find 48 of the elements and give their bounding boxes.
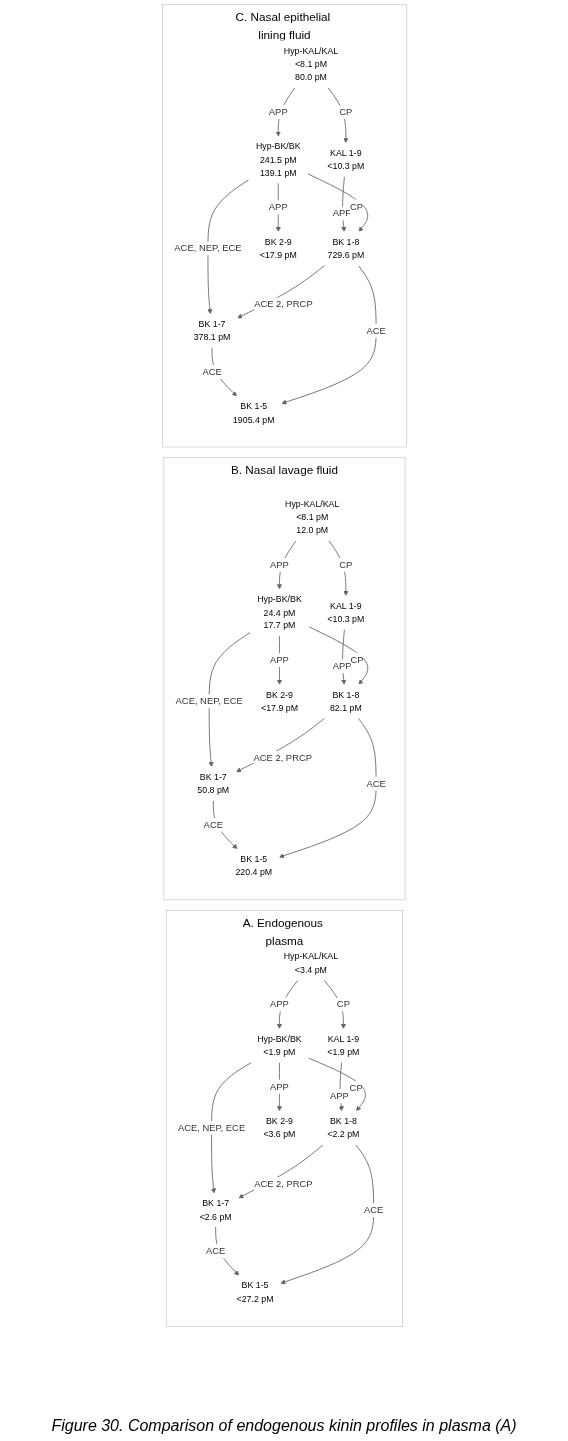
edge-label: CP — [350, 654, 364, 665]
edge-label: APP — [269, 559, 289, 570]
edge-label: CP — [338, 106, 352, 117]
edge-label: APP — [332, 661, 351, 672]
edge-label: ACE, NEP, ECE — [175, 696, 243, 707]
node-text: Hyp-KAL/KAL <8.1 pM 12.0 pM — [284, 498, 339, 535]
edge-label: ACE 2, PRCP — [253, 1178, 313, 1189]
node-text: BK 1-7 <2.6 pM — [199, 1197, 232, 1222]
edge-label: CP — [338, 559, 352, 570]
edge-label: ACE — [203, 819, 223, 830]
node-text: BK 1-8 82.1 pM — [329, 689, 362, 713]
edge-label: CP — [349, 201, 363, 212]
edge-label: APP — [269, 999, 289, 1010]
edge-label: APP — [269, 1081, 289, 1092]
node-text: BK 2-9 <17.9 pM — [259, 236, 297, 260]
edge-label: ACE — [205, 1245, 225, 1256]
edge-label: APP — [268, 106, 288, 117]
edge-label: APP — [268, 202, 288, 213]
node-text: Hyp-BK/BK 241.5 pM 139.1 pM — [255, 140, 301, 178]
edge-label: ACE, NEP, ECE — [173, 243, 242, 254]
node-text: BK 1-5 <27.2 pM — [236, 1280, 274, 1304]
node-text: Hyp-KAL/KAL <3.4 pM — [283, 951, 338, 975]
edge-label: APP — [329, 1090, 349, 1101]
node-text: BK 1-7 50.8 pM — [196, 771, 229, 795]
edge-label: ACE — [363, 1204, 383, 1215]
node-text: BK 2-9 <3.6 pM — [262, 1115, 295, 1139]
edge-label: ACE — [365, 325, 386, 336]
edge-label: ACE 2, PRCP — [253, 752, 312, 763]
node-text: KAL 1-9 <10.3 pM — [326, 147, 364, 171]
node-text: Hyp-KAL/KAL <8.1 pM 80.0 pM — [283, 45, 338, 82]
edge-label: ACE 2, PRCP — [253, 299, 313, 310]
node-text: BK 1-5 220.4 pM — [234, 853, 272, 877]
edge-label: APP — [269, 654, 289, 665]
node-text: Hyp-BK/BK <1.9 pM — [256, 1033, 302, 1057]
edge-label: CP — [336, 999, 350, 1010]
node-text: BK 1-7 378.1 pM — [193, 318, 230, 342]
edge-label: ACE — [201, 366, 222, 377]
node-text: KAL 1-9 <1.9 pM — [326, 1033, 359, 1057]
figure-caption: Figure 30. Comparison of endogenous kinin profiles in plasma (A) — [51, 1417, 517, 1435]
edge-label: ACE — [365, 778, 386, 789]
node-text: Hyp-BK/BK 24.4 pM 17.7 pM — [256, 593, 302, 631]
node-text: KAL 1-9 <10.3 pM — [326, 600, 364, 624]
edge-label: CP — [349, 1082, 363, 1093]
node-text: BK 1-5 1905.4 pM — [232, 400, 275, 425]
edge-label: ACE, NEP, ECE — [177, 1122, 245, 1133]
node-text: BK 1-8 729.6 pM — [327, 236, 364, 260]
node-text: BK 1-8 <2.2 pM — [326, 1115, 359, 1139]
node-text: BK 2-9 <17.9 pM — [260, 689, 298, 713]
